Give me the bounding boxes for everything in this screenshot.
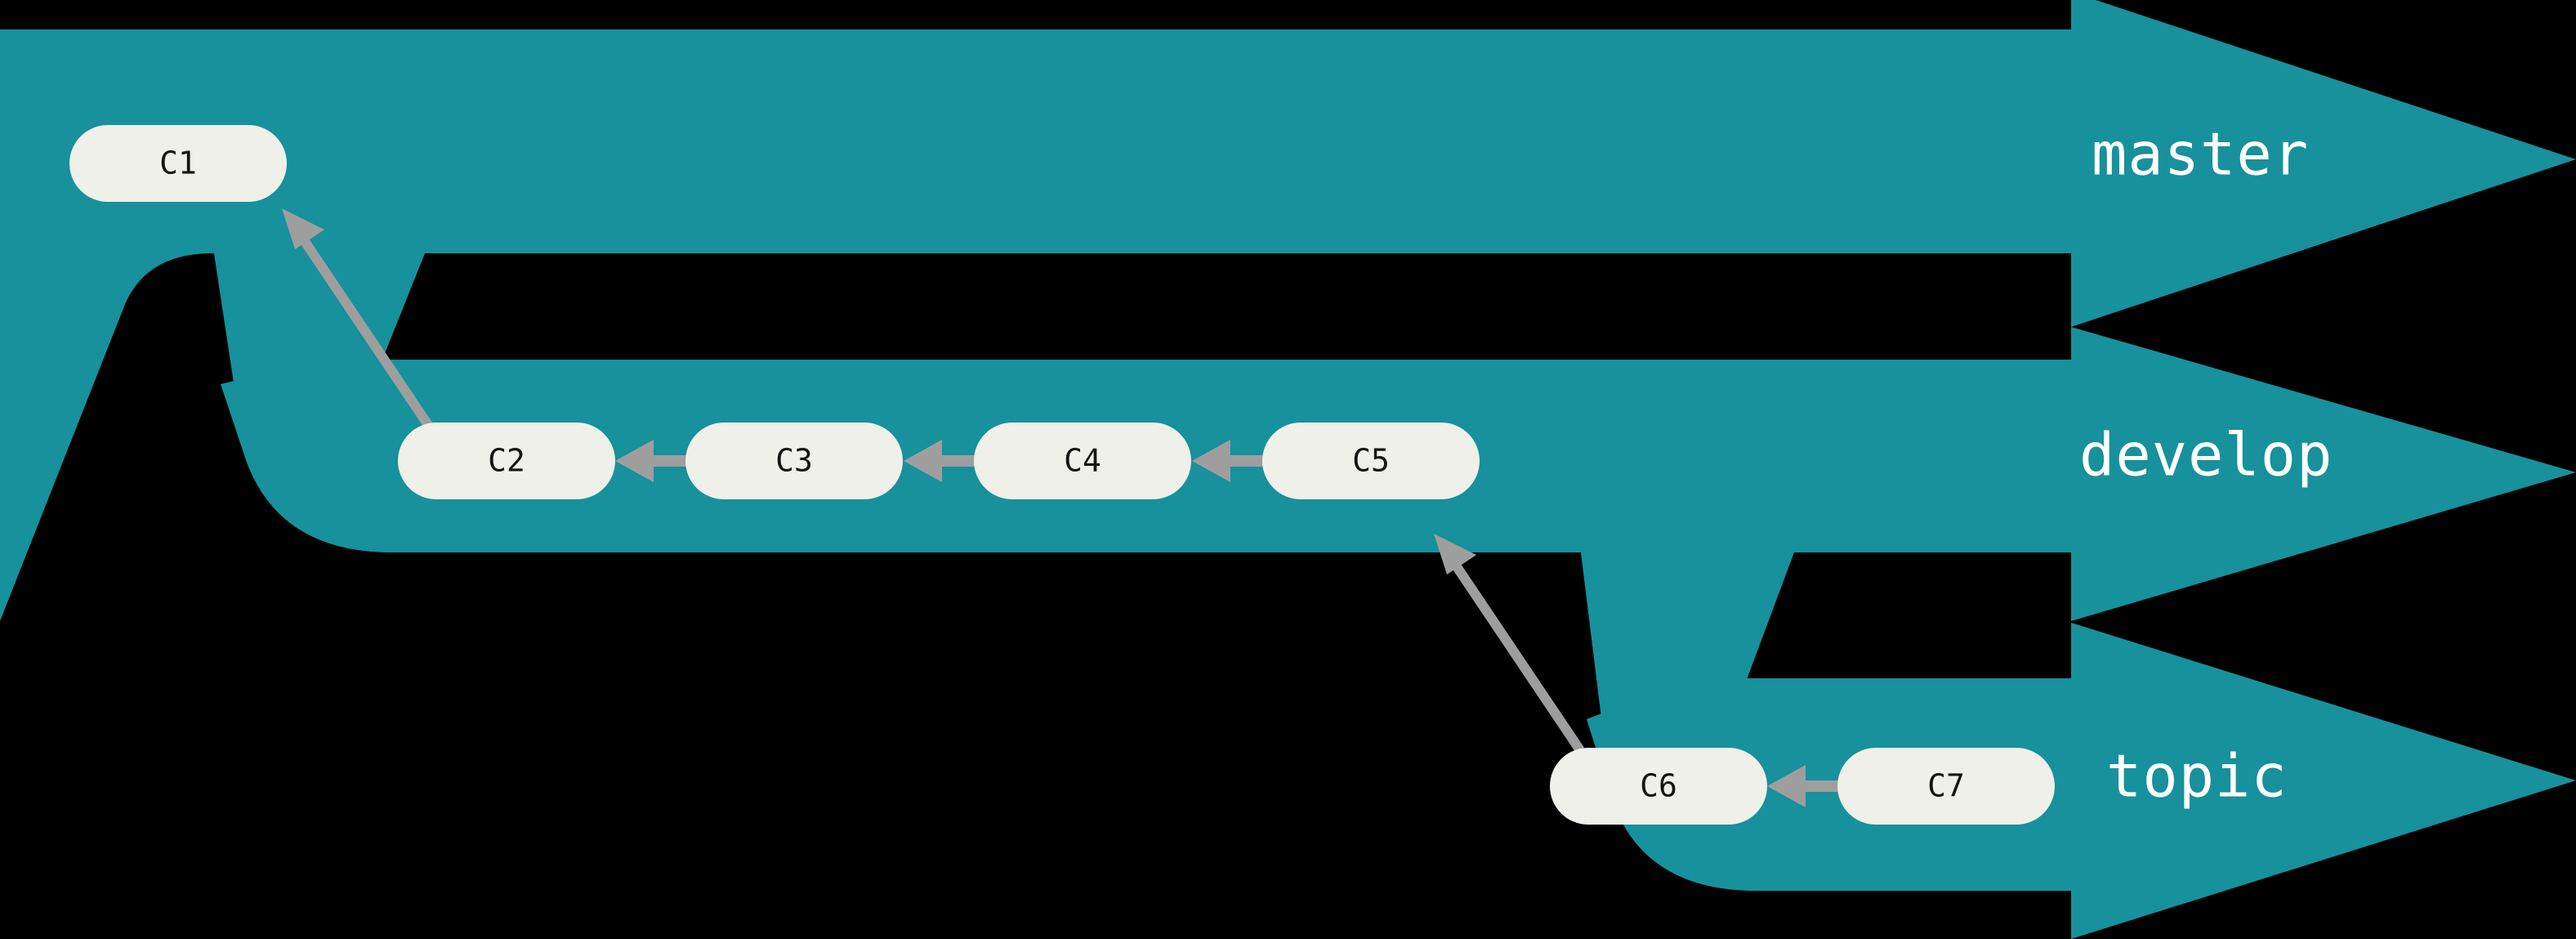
c2-label: C2	[488, 443, 525, 479]
c6-pill	[1550, 748, 1767, 825]
c3-pill	[685, 423, 903, 499]
c1-label: C1	[159, 145, 197, 181]
commit-link-c7-to-c6	[1767, 765, 1842, 807]
commit-node-c1[interactable]: C1	[69, 125, 287, 202]
commit-link-c4-to-c3	[904, 440, 979, 482]
c4-label: C4	[1064, 443, 1101, 479]
branch-band-topic[interactable]	[1581, 552, 2576, 939]
c4-pill	[974, 423, 1191, 499]
branch-label-develop: develop	[2079, 421, 2333, 490]
branch-label-master: master	[2092, 120, 2309, 189]
commit-node-c6[interactable]: C6	[1550, 748, 1767, 825]
c5-c4-head	[1192, 440, 1230, 482]
c7-pill	[1837, 748, 2055, 825]
c2-c1-shaft	[293, 227, 432, 428]
c7-label: C7	[1927, 768, 1965, 804]
commit-node-c5[interactable]: C5	[1262, 423, 1480, 499]
c5-pill	[1262, 423, 1480, 499]
c7-c6-head	[1767, 765, 1806, 807]
commit-link-c5-to-c4	[1192, 440, 1267, 482]
c4-c3-head	[904, 440, 942, 482]
c2-pill	[398, 423, 615, 499]
topic-band-shape	[1587, 623, 2576, 939]
branch-link-c6-to-c5	[1434, 534, 1584, 753]
c3-label: C3	[775, 443, 813, 479]
commit-node-c4[interactable]: C4	[974, 423, 1191, 499]
c6-c5-shaft	[1445, 552, 1584, 753]
c3-c2-head	[615, 440, 654, 482]
master-band-shape	[0, 0, 2576, 621]
branch-link-c2-to-c1	[282, 208, 432, 428]
branch-band-master[interactable]	[0, 0, 2576, 621]
commit-link-c3-to-c2	[615, 440, 690, 482]
c6-c5-head	[1434, 534, 1476, 575]
c6-label: C6	[1640, 768, 1677, 804]
c5-label: C5	[1352, 443, 1390, 479]
c2-c1-head	[282, 208, 324, 249]
develop-band-left-fill	[214, 253, 425, 458]
c1-pill	[69, 125, 287, 202]
commit-node-c3[interactable]: C3	[685, 423, 903, 499]
commit-node-c7[interactable]: C7	[1837, 748, 2055, 825]
topic-band-left-fill	[1581, 552, 1794, 797]
branch-label-topic: topic	[2106, 742, 2288, 811]
commit-node-c2[interactable]: C2	[398, 423, 615, 499]
